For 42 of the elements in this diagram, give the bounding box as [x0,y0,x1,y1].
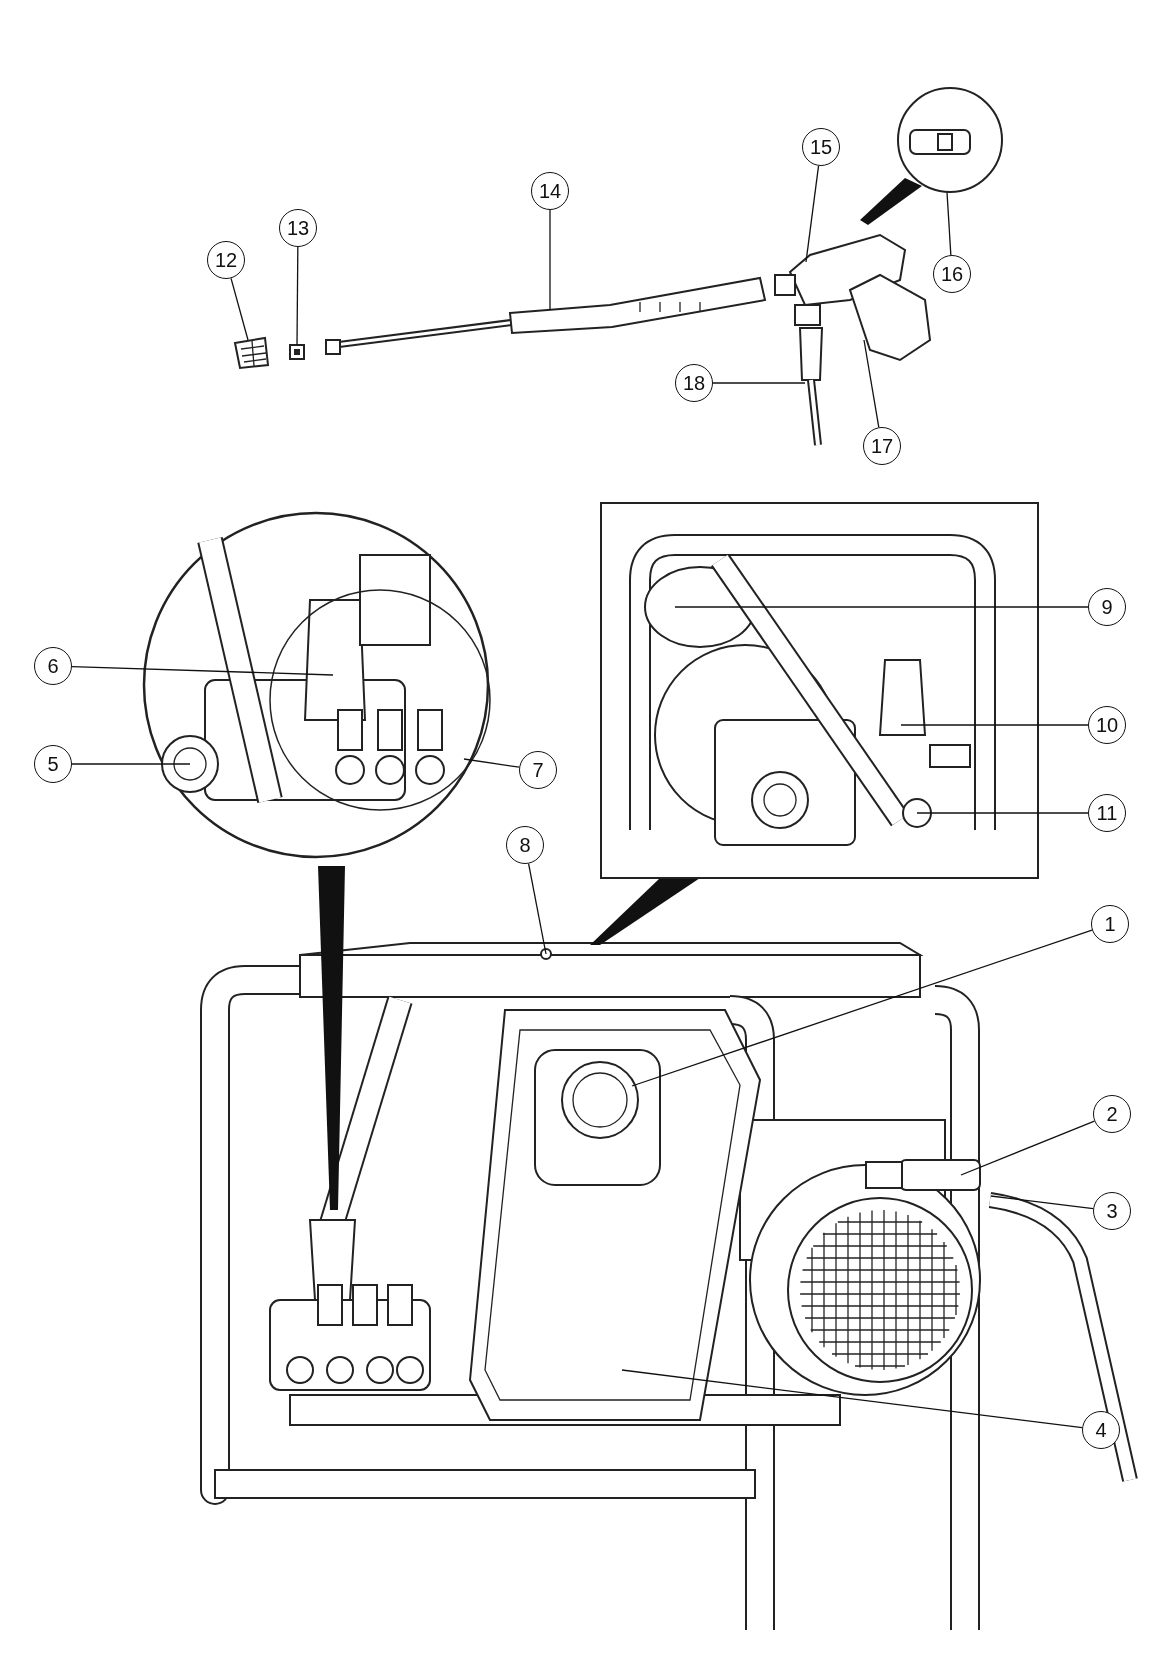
callout-number: 9 [1088,588,1126,626]
spray-gun-drawing [774,233,932,362]
leader-line [296,246,299,346]
leader-line [990,1195,1094,1210]
leader-line [230,277,249,341]
leader-line [946,191,952,256]
leader-line [631,929,1093,1087]
nozzle-drawing [233,336,270,370]
callout-number: 4 [1082,1411,1120,1449]
callout-number: 2 [1093,1095,1131,1133]
callout-number: 11 [1088,794,1126,832]
callout-number: 5 [34,745,72,783]
callout-number: 1 [1091,905,1129,943]
leader-line [900,724,1089,726]
leader-line [463,758,520,768]
hose-drawing [798,327,824,446]
callout-number: 12 [207,241,245,279]
callout-number: 15 [802,128,840,166]
leader-line [71,763,191,765]
leader-line [549,209,551,311]
leader-line [674,606,1089,608]
nozzle-insert-drawing [289,344,305,360]
callout-number: 18 [675,364,713,402]
leader-line [621,1369,1083,1429]
callout-number: 17 [863,427,901,465]
leader-line [712,382,806,384]
callout-number: 14 [531,172,569,210]
callout-number: 13 [279,209,317,247]
leader-line [863,339,880,428]
callout-number: 16 [933,255,971,293]
callout-number: 8 [506,826,544,864]
callout-number: 6 [34,647,72,685]
switch-detail-drawing [860,87,1003,225]
leader-line [527,863,547,955]
callout-number: 3 [1093,1192,1131,1230]
leader-line [805,165,820,263]
callout-number: 7 [519,751,557,789]
leader-line [71,665,334,676]
spray-lance-drawing [325,276,767,355]
leader-line [916,812,1089,814]
leader-line [960,1120,1096,1176]
callout-number: 10 [1088,706,1126,744]
